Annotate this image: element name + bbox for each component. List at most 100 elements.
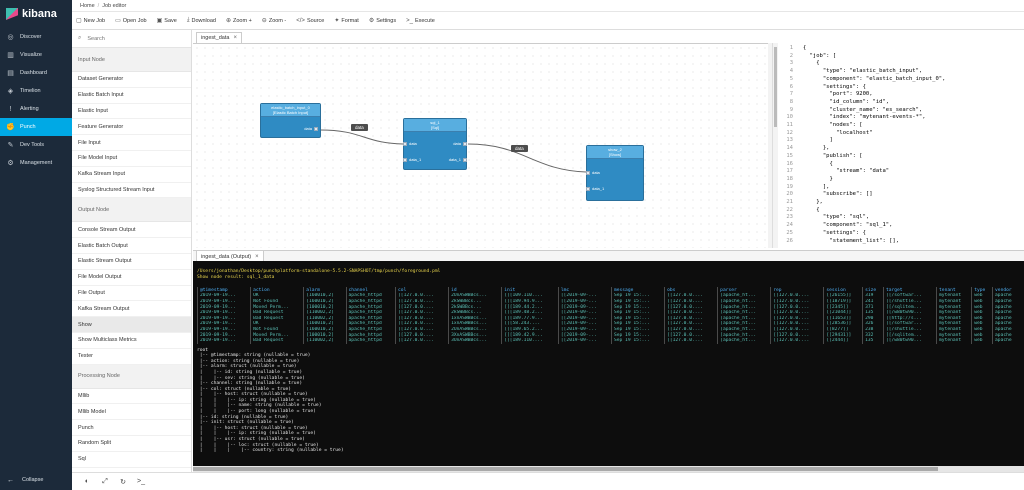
palette-item[interactable]: Elastic Stream Output bbox=[72, 254, 191, 270]
line-number: 22 bbox=[786, 206, 793, 213]
horizontal-scrollbar[interactable] bbox=[193, 466, 1024, 472]
palette-item[interactable]: File Model Output bbox=[72, 270, 191, 286]
table-cell: [[/w80tw90... bbox=[882, 309, 937, 316]
json-line: 25 "settings": { bbox=[779, 230, 866, 238]
editor-scrollbar[interactable] bbox=[773, 43, 778, 248]
palette-item[interactable]: Console Stream Output bbox=[72, 222, 191, 239]
json-line: 15 "publish": [ bbox=[779, 153, 862, 161]
tab-ingest-data[interactable]: ingest_data × bbox=[196, 32, 242, 43]
palette-item[interactable]: Tester bbox=[72, 349, 191, 365]
settings-button[interactable]: ⚙Settings bbox=[369, 17, 396, 25]
output-port[interactable]: data bbox=[453, 141, 467, 146]
tab-output[interactable]: ingest_data (Output) × bbox=[196, 251, 264, 262]
search-input[interactable] bbox=[87, 35, 178, 42]
port-handle[interactable] bbox=[403, 141, 407, 146]
palette-item[interactable]: Elastic Batch Output bbox=[72, 238, 191, 254]
palette-item[interactable]: Syslog Structured Stream Input bbox=[72, 183, 191, 199]
nav-item-discover[interactable]: ◎Discover bbox=[0, 28, 72, 46]
port-handle[interactable] bbox=[463, 157, 467, 162]
palette-item[interactable]: File Output bbox=[72, 286, 191, 302]
expand-icon[interactable]: ⤢ bbox=[102, 477, 108, 485]
close-icon[interactable]: × bbox=[255, 253, 259, 260]
source-button[interactable]: </>Source bbox=[296, 18, 324, 24]
palette-item[interactable]: Elastic Batch Input bbox=[72, 88, 191, 104]
scrollbar-thumb[interactable] bbox=[193, 467, 938, 471]
port-handle[interactable] bbox=[463, 141, 467, 146]
palette-item[interactable]: Random Split bbox=[72, 436, 191, 452]
format-button[interactable]: ✦Format bbox=[334, 17, 358, 25]
palette-item[interactable]: File Model Input bbox=[72, 151, 191, 167]
line-text: "settings": { bbox=[803, 83, 866, 90]
palette-item[interactable]: Kafka Stream Input bbox=[72, 167, 191, 183]
output-port[interactable]: data bbox=[304, 126, 318, 131]
nav-item-visualize[interactable]: ▥Visualize bbox=[0, 46, 72, 64]
palette-item[interactable]: Mllib Model bbox=[72, 404, 191, 421]
download-button[interactable]: ⤓Download bbox=[187, 17, 216, 24]
palette-item[interactable]: Dataset Generator bbox=[72, 72, 191, 88]
terminal-icon[interactable]: >_ bbox=[137, 478, 145, 485]
json-source-editor[interactable]: 1{2 "job": [3 {4 "type": "elastic_batch_… bbox=[772, 43, 1024, 248]
port-label: data bbox=[592, 170, 600, 175]
palette-item[interactable]: Show bbox=[72, 317, 191, 333]
palette-item[interactable]: Feature Generator bbox=[72, 119, 191, 136]
port-handle[interactable] bbox=[586, 170, 590, 175]
scrollbar-thumb[interactable] bbox=[774, 47, 777, 127]
table-cell: [apache_ht... bbox=[717, 304, 771, 310]
input-port[interactable]: data bbox=[403, 141, 417, 146]
json-line: 9 "cluster_name": "es_search", bbox=[779, 106, 923, 115]
nav-item-alerting[interactable]: !Alerting bbox=[0, 100, 72, 118]
output-port[interactable]: data_1 bbox=[449, 157, 467, 162]
port-handle[interactable] bbox=[314, 126, 318, 131]
palette-item[interactable]: Sql bbox=[72, 452, 191, 468]
palette-item[interactable]: Mllib bbox=[72, 389, 191, 405]
palette-item[interactable]: Punch bbox=[72, 420, 191, 436]
node-sql[interactable]: sql_1 [Sql] data data_1 data data_1 bbox=[403, 118, 467, 170]
input-port[interactable]: data_1 bbox=[586, 186, 604, 191]
close-icon[interactable]: × bbox=[233, 35, 237, 41]
refresh-icon[interactable]: ↻ bbox=[120, 478, 126, 486]
open-job-button[interactable]: ▭Open Job bbox=[115, 17, 147, 25]
table-cell: apache bbox=[992, 293, 1020, 299]
breadcrumb-home[interactable]: Home bbox=[80, 2, 95, 9]
table-cell: 238 bbox=[862, 326, 884, 333]
graph-edges bbox=[319, 129, 587, 173]
editor-toolbar: ▢New Job ▭Open Job ▣Save ⤓Download ⊕Zoom + ⊖Z… bbox=[72, 12, 1024, 30]
table-cell: web bbox=[971, 309, 993, 316]
nav-item-punch[interactable]: ✊Punch bbox=[0, 118, 72, 136]
table-cell: [[18719]] bbox=[823, 298, 863, 305]
nav-item-timelion[interactable]: ◈Timelion bbox=[0, 82, 72, 100]
input-port[interactable]: data bbox=[586, 170, 600, 175]
nav-item-dashboard[interactable]: ▤Dashboard bbox=[0, 64, 72, 82]
table-cell: [160010,2] bbox=[303, 298, 347, 305]
zoom-button[interactable]: ⊕Zoom + bbox=[226, 17, 252, 25]
nav-item-dev-tools[interactable]: ✎Dev Tools bbox=[0, 136, 72, 154]
contrast-icon[interactable]: ◐ bbox=[84, 478, 90, 485]
line-number: 12 bbox=[786, 129, 793, 136]
kibana-logo[interactable]: kibana bbox=[0, 0, 72, 28]
palette-item[interactable]: Elastic Input bbox=[72, 104, 191, 120]
new-job-button[interactable]: ▢New Job bbox=[76, 17, 105, 25]
node-header: elastic_batch_input_0 [Elastic Batch Inp… bbox=[261, 104, 320, 117]
table-cell: [[21044]] bbox=[823, 309, 863, 316]
nav-item-label: Dev Tools bbox=[20, 142, 45, 148]
collapse-button[interactable]: ← Collapse bbox=[0, 472, 72, 488]
execute-button[interactable]: >_Execute bbox=[406, 18, 435, 24]
gear-icon: ⚙ bbox=[7, 159, 14, 167]
palette-item[interactable]: Show Multiclass Metrics bbox=[72, 333, 191, 349]
nav-item-management[interactable]: ⚙Management bbox=[0, 154, 72, 172]
line-text: "cluster_name": "es_search", bbox=[803, 106, 923, 113]
output-file-path: /Users/jonathan/Desktop/punchplatform-st… bbox=[197, 269, 441, 274]
save-button[interactable]: ▣Save bbox=[157, 17, 177, 25]
palette-item[interactable]: File Input bbox=[72, 135, 191, 151]
node-show[interactable]: show_2 [Show] data data_1 bbox=[586, 145, 644, 201]
table-cell: 2019-09-19... bbox=[196, 298, 251, 305]
palette-item[interactable]: Kafka Stream Output bbox=[72, 301, 191, 318]
port-handle[interactable] bbox=[586, 186, 590, 191]
node-elastic-batch-input[interactable]: elastic_batch_input_0 [Elastic Batch Inp… bbox=[260, 103, 321, 138]
table-cell: [[127.0.0.... bbox=[395, 309, 449, 316]
port-handle[interactable] bbox=[403, 157, 407, 162]
graph-canvas[interactable]: data data elastic_batch_input_0 [Elastic… bbox=[193, 43, 768, 248]
splitter-handle[interactable] bbox=[768, 43, 772, 248]
input-port[interactable]: data_1 bbox=[403, 157, 421, 162]
zoom-button[interactable]: ⊖Zoom - bbox=[262, 17, 286, 25]
